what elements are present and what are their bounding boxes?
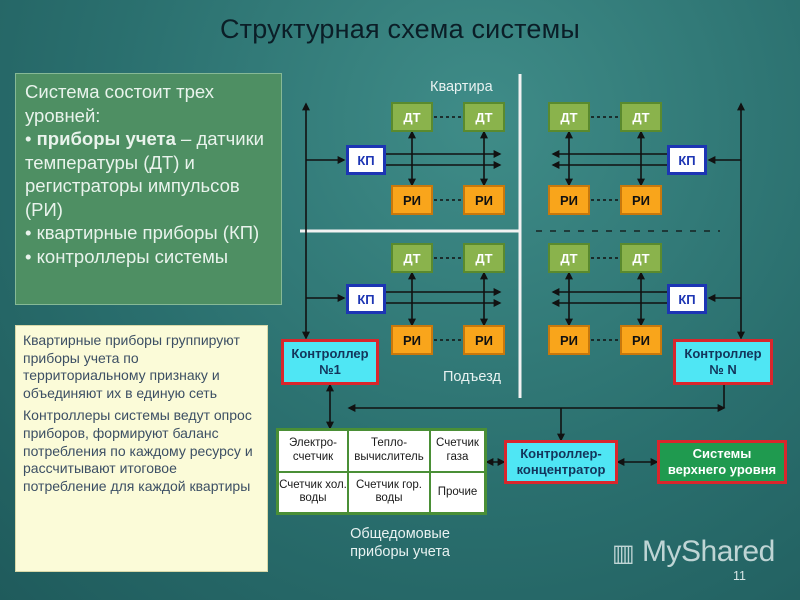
apartment-device: КП	[667, 145, 707, 175]
watermark-logo: ▥ MyShared	[612, 535, 775, 569]
apartment-device: КП	[667, 284, 707, 314]
note-paragraph-1: Квартирные приборы группируют приборы уч…	[23, 332, 240, 401]
temperature-sensor: ДТ	[463, 243, 505, 273]
meter-cold-water: Счетчик хол. воды	[278, 471, 348, 513]
meter-heat: Тепло-вычислитель	[348, 430, 430, 472]
intro-text: Система состоит трех уровней:	[25, 81, 215, 126]
pulse-recorder: РИ	[620, 325, 662, 355]
building-meters-table: Электро-счетчик Тепло-вычислитель Счетчи…	[276, 428, 487, 515]
upper-level-systems: Системы верхнего уровня	[657, 440, 787, 484]
temperature-sensor: ДТ	[391, 102, 433, 132]
bullet-controllers-text: контроллеры системы	[36, 245, 229, 267]
chart-icon: ▥	[612, 540, 635, 567]
concentrator-line1: Контроллер-	[520, 446, 602, 461]
controller-1-line2: №1	[319, 362, 341, 377]
entrance-label: Подъезд	[443, 369, 501, 385]
apartment-device: КП	[346, 284, 386, 314]
temperature-sensor: ДТ	[391, 243, 433, 273]
meter-gas: Счетчик газа	[430, 430, 485, 472]
concentrator-line2: концентратор	[516, 462, 606, 477]
pulse-recorder: РИ	[391, 325, 433, 355]
pulse-recorder: РИ	[463, 185, 505, 215]
temperature-sensor: ДТ	[620, 102, 662, 132]
bullet-controllers: • контроллеры системы	[25, 245, 229, 267]
controller-n-line2: № N	[709, 362, 737, 377]
controller-1-line1: Контроллер	[291, 346, 369, 361]
controller-1: Контроллер №1	[281, 339, 379, 385]
bullet-apartment-devices-text: квартирные приборы (КП)	[36, 222, 260, 243]
controller-n: Контроллер № N	[673, 339, 773, 385]
upper-level-line2: верхнего уровня	[667, 462, 777, 477]
apartment-device: КП	[346, 145, 386, 175]
temperature-sensor: ДТ	[548, 243, 590, 273]
bullet-meters-text: – датчики температуры (ДТ) и регистратор…	[25, 128, 264, 220]
bullet-meters-bold: приборы учета	[36, 128, 176, 149]
note-paragraph-2: Контроллеры системы ведут опрос приборов…	[23, 407, 253, 494]
pulse-recorder: РИ	[391, 185, 433, 215]
meter-electric: Электро-счетчик	[278, 430, 348, 472]
pulse-recorder: РИ	[548, 185, 590, 215]
description-panel: Система состоит трех уровней: • приборы …	[15, 73, 282, 305]
controller-n-line1: Контроллер	[684, 346, 762, 361]
watermark-text: MyShared	[642, 535, 775, 568]
pulse-recorder: РИ	[463, 325, 505, 355]
meter-other: Прочие	[430, 471, 485, 513]
apartment-label: Квартира	[430, 79, 493, 95]
temperature-sensor: ДТ	[463, 102, 505, 132]
bullet-meters: • приборы учета – датчики температуры (Д…	[25, 128, 264, 220]
bullet-apartment-devices: • квартирные приборы (КП)	[25, 222, 260, 243]
note-panel: Квартирные приборы группируют приборы уч…	[15, 325, 268, 572]
page-title: Структурная схема системы	[219, 14, 581, 44]
temperature-sensor: ДТ	[548, 102, 590, 132]
temperature-sensor: ДТ	[620, 243, 662, 273]
meter-hot-water: Счетчик гор. воды	[348, 471, 430, 513]
pulse-recorder: РИ	[620, 185, 662, 215]
concentrator-controller: Контроллер- концентратор	[504, 440, 618, 484]
upper-level-line1: Системы	[692, 446, 752, 461]
common-meters-label: Общедомовые приборы учета	[350, 526, 450, 560]
page-number: 11	[733, 569, 746, 583]
pulse-recorder: РИ	[548, 325, 590, 355]
